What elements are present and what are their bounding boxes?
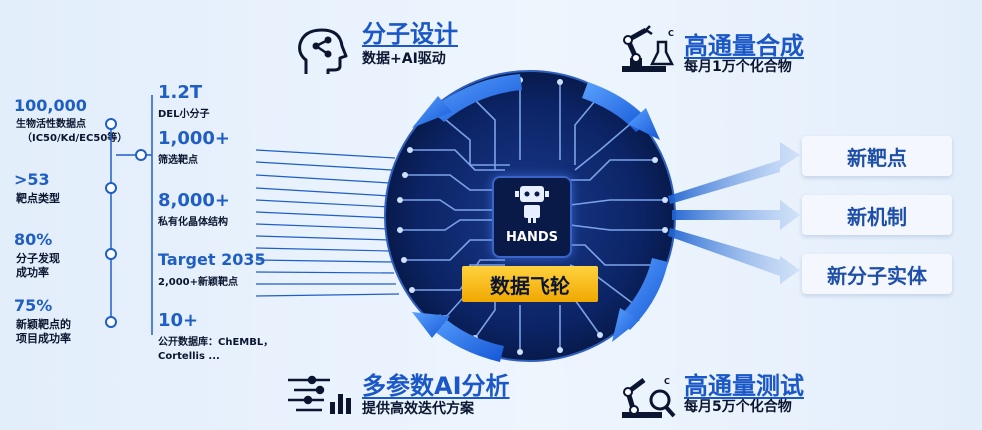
circuit-traces xyxy=(400,80,665,352)
cycle-arrow-bottom-left xyxy=(428,314,504,362)
high-throughput-testing-subtitle: 每月5万个化合物 xyxy=(684,399,792,415)
mid-stat-label: 私有化晶体结构 xyxy=(158,217,228,228)
mid-stat-label: 公开数据库：ChEMBL， xyxy=(158,337,274,348)
ray-to-new-mechanism xyxy=(672,200,800,230)
mid-node xyxy=(135,149,147,161)
molecule-design-subtitle: 数据+AI驱动 xyxy=(362,51,446,67)
mid-stat-label: 筛选靶点 xyxy=(158,155,198,166)
mid-stat-value: 1.2T xyxy=(158,82,203,103)
mid-stat-value: Target 2035 xyxy=(158,250,266,269)
output-card-new-molecular-entity: 新分子实体 xyxy=(802,254,952,294)
robot-arm-flask-icon: C xyxy=(622,25,675,72)
cycle-arrow-top-left xyxy=(430,74,522,122)
svg-text:C: C xyxy=(664,377,670,386)
output-card-new-target: 新靶点 xyxy=(802,136,952,176)
left-stat-value: >53 xyxy=(14,170,50,189)
output-rays xyxy=(668,142,800,284)
hands-chip: HANDS xyxy=(492,176,572,258)
mid-stat-value: 1,000+ xyxy=(158,128,231,149)
mid-stat-label: Cortellis ... xyxy=(158,351,220,362)
robot-icon xyxy=(515,186,549,223)
left-stat-value: 80% xyxy=(14,230,53,249)
mid-stat-label: DEL小分子 xyxy=(158,109,210,120)
robot-arm-microscope-icon: C xyxy=(622,377,676,418)
data-flywheel-banner: 数据飞轮 xyxy=(462,266,598,302)
left-stat-label: 分子发现 xyxy=(16,252,60,265)
left-stat-label: 成功率 xyxy=(16,266,49,279)
left-node xyxy=(105,182,117,194)
multi-param-ai-analysis-subtitle: 提供高效迭代方案 xyxy=(362,401,474,417)
ray-to-new-target xyxy=(668,142,800,204)
left-stat-label: 生物活性数据点 xyxy=(16,119,86,130)
left-stat-label: 项目成功率 xyxy=(16,332,71,345)
left-node xyxy=(105,118,117,130)
mid-stat-value: 8,000+ xyxy=(158,190,231,211)
left-stat-label: （IC50/Kd/EC50等） xyxy=(22,133,128,144)
high-throughput-testing-title[interactable]: 高通量测试 xyxy=(684,372,804,400)
mid-stat-label: 2,000+新颖靶点 xyxy=(158,277,239,288)
multi-param-ai-analysis-title[interactable]: 多参数AI分析 xyxy=(362,372,510,400)
data-analytics-icon xyxy=(288,375,351,414)
brain-molecule-icon xyxy=(298,28,348,74)
mid-stat-value: 10+ xyxy=(158,310,199,331)
ray-to-new-entity xyxy=(668,228,800,284)
high-throughput-synthesis-subtitle: 每月1万个化合物 xyxy=(684,59,792,75)
molecule-design-title[interactable]: 分子设计 xyxy=(362,20,458,48)
cycle-arrow-top-right xyxy=(582,82,650,132)
cycle-arrow-bottom-right xyxy=(618,258,668,330)
high-throughput-synthesis-title[interactable]: 高通量合成 xyxy=(684,32,804,60)
left-node xyxy=(105,248,117,260)
feed-lines xyxy=(255,149,400,297)
cycle-arrows xyxy=(412,74,668,362)
left-stat-label: 靶点类型 xyxy=(16,192,60,205)
chip-label: HANDS xyxy=(506,230,558,245)
svg-text:C: C xyxy=(668,29,674,38)
left-stat-value: 75% xyxy=(14,296,53,315)
left-stat-label: 新颖靶点的 xyxy=(16,318,71,331)
left-node xyxy=(105,316,117,328)
left-stat-value: 100,000 xyxy=(14,96,87,115)
output-card-new-mechanism: 新机制 xyxy=(802,195,952,235)
